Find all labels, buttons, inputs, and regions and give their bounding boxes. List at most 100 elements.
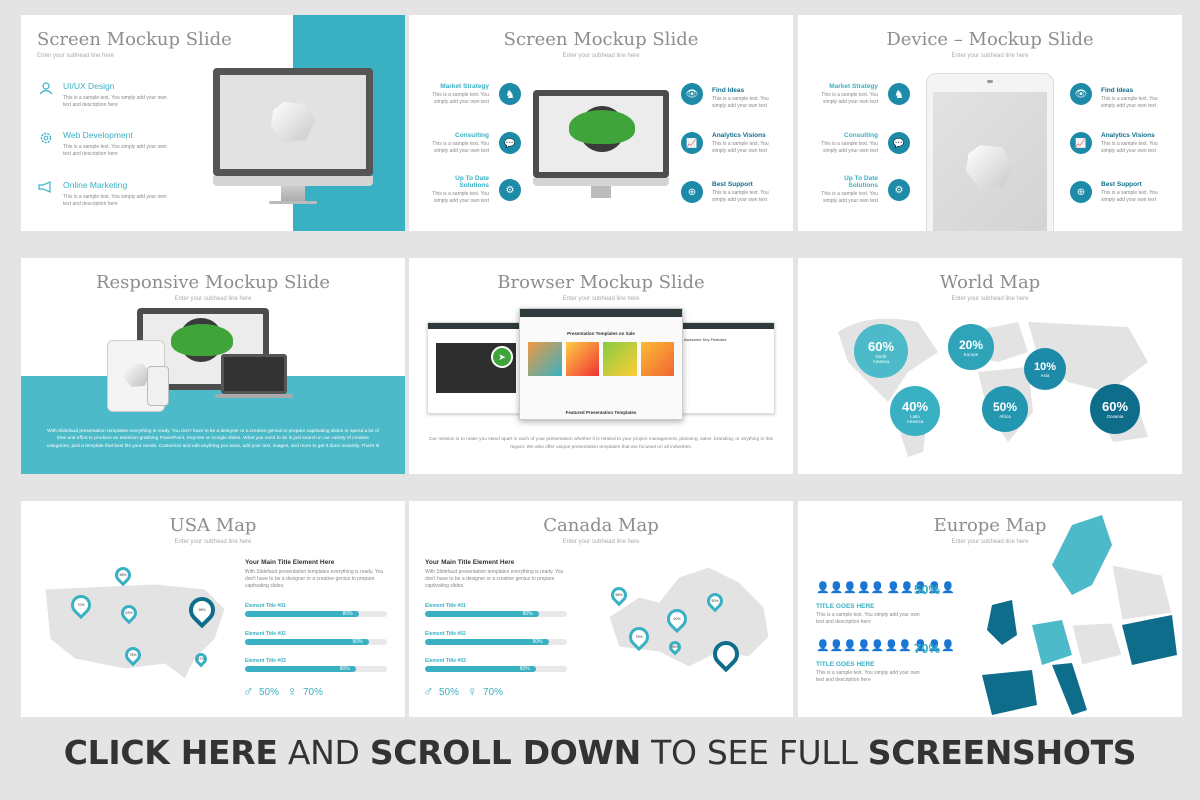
pin-value: 98% <box>198 608 206 612</box>
monitor-stand <box>591 186 611 198</box>
body-text: Our mission is to make you stand apart i… <box>429 437 773 450</box>
monitor-mockup <box>213 68 373 176</box>
slide-title: Browser Mockup Slide <box>497 272 705 293</box>
laptop-base <box>215 394 293 398</box>
feature-text: simply add your own text <box>712 148 768 154</box>
tablet-mockup <box>926 73 1054 231</box>
progress-bar: 80% <box>245 666 387 672</box>
chess-knight-icon: ♞ <box>888 83 910 105</box>
feature-label: Web Development <box>63 130 133 140</box>
slide-subhead: Enter your subhead line here <box>562 53 640 59</box>
plant-leaves <box>171 324 233 356</box>
slide-title: Screen Mockup Slide <box>503 29 699 50</box>
slide-device-mockup[interactable]: Device – Mockup Slide Enter your subhead… <box>798 15 1182 231</box>
female-icon: ♀ <box>287 683 298 699</box>
chess-knight-icon: ♞ <box>499 83 521 105</box>
progress-bar: 80% <box>425 666 567 672</box>
feature-label: Best Support <box>1101 181 1142 188</box>
stat-value: 70% <box>303 687 324 698</box>
monitor-base <box>269 201 317 204</box>
progress-bar: 80% <box>425 611 567 617</box>
pin-value: 68% <box>615 593 623 597</box>
feature-text: This is a sample text. You <box>821 92 878 98</box>
browser-window-right: Awesome Key Features <box>677 322 775 414</box>
map-bubble-asia: 10% Asia <box>1024 348 1066 390</box>
feature-label: Online Marketing <box>63 180 128 190</box>
bar-label: Element Title #03 <box>245 658 286 664</box>
feature-label: Consulting <box>844 132 878 139</box>
slide-canada-map[interactable]: Canada Map Enter your subhead line here … <box>409 501 793 717</box>
feature-label: Market Strategy <box>440 83 489 90</box>
content-heading: Your Main Title Element Here <box>425 559 515 566</box>
female-icon: ♀ <box>467 683 478 699</box>
europe-map <box>982 515 1177 715</box>
stat-value: 70% <box>483 687 504 698</box>
feature-item <box>38 180 54 198</box>
slide-subhead: Enter your subhead line here <box>951 53 1029 59</box>
male-icon: ♂ <box>423 683 434 699</box>
slide-subhead: Enter your subhead line here <box>562 296 640 302</box>
slide-title: Canada Map <box>543 515 659 536</box>
usa-map <box>44 583 226 680</box>
slide-title: USA Map <box>169 515 257 536</box>
browser-toolbar <box>428 323 524 329</box>
cta-banner[interactable]: CLICK HERE AND SCROLL DOWN TO SEE FULL S… <box>0 733 1200 772</box>
pin-value: 70% <box>77 603 85 607</box>
pin-value: 75% <box>635 635 643 639</box>
stat-label: TITLE GOES HERE <box>816 603 875 610</box>
slide-title: Device – Mockup Slide <box>886 29 1094 50</box>
people-icons-row: 👤👤👤👤👤👤👤👤👤👤 <box>816 640 955 652</box>
stat-value: 50% <box>259 687 280 698</box>
browser-toolbar <box>520 309 682 317</box>
feature-label: Find Ideas <box>712 87 745 94</box>
template-cards <box>520 336 682 382</box>
phone-mockup <box>147 366 169 406</box>
feature-text: simply add your own text <box>712 197 768 203</box>
poly-sphere <box>271 102 315 142</box>
cta-click-here[interactable]: CLICK HERE <box>63 733 278 772</box>
stat-value: 70% <box>914 641 941 656</box>
bar-label: Element Title #02 <box>245 631 286 637</box>
slide-screen-mockup-1[interactable]: Screen Mockup Slide Enter your subhead l… <box>21 15 405 231</box>
content-text: With Slidefaud presentation templates ev… <box>425 569 564 589</box>
stat-text: text and description here <box>816 677 871 683</box>
lifebuoy-icon: ⊕ <box>681 181 703 203</box>
content-text: With Slidefaud presentation templates ev… <box>245 569 384 589</box>
feature-label: Consulting <box>455 132 489 139</box>
feature-label: Up To Date <box>844 175 878 182</box>
slide-screen-mockup-2[interactable]: Screen Mockup Slide Enter your subhead l… <box>409 15 793 231</box>
map-bubble-europe: 20% Europe <box>948 324 994 370</box>
chat-icon: 💬 <box>499 132 521 154</box>
browser-footer: Featured Presentation Templates <box>565 410 637 415</box>
stat-text: text and description here <box>816 619 871 625</box>
slide-world-map[interactable]: World Map Enter your subhead line here 6… <box>798 258 1182 474</box>
eye-icon: 👁 <box>681 83 703 105</box>
bar-label: Element Title #02 <box>425 631 466 637</box>
slide-europe-map[interactable]: Europe Map Enter your subhead line here … <box>798 501 1182 717</box>
map-bubble-latin-america: 40% Latin America <box>890 386 940 436</box>
feature-text: simply add your own text <box>1101 148 1157 154</box>
pin-value: 47% <box>197 657 205 661</box>
feature-text: This is a sample text. You <box>432 191 489 197</box>
feature-text: text and description here <box>63 102 118 108</box>
slide-responsive-mockup[interactable]: Responsive Mockup Slide Enter your subhe… <box>21 258 405 474</box>
bar-label: Element Title #01 <box>425 603 466 609</box>
feature-text: This is a sample text. You <box>712 96 769 102</box>
monitor-chin <box>213 176 373 186</box>
slide-browser-mockup[interactable]: Browser Mockup Slide Enter your subhead … <box>409 258 793 474</box>
progress-bar: 80% <box>245 611 387 617</box>
plant-leaves <box>569 110 635 144</box>
slide-subhead: Enter your subhead line here <box>174 539 252 545</box>
content-heading: Your Main Title Element Here <box>245 559 335 566</box>
browser-title: Presentation Templates on Sale <box>567 331 635 336</box>
stat-value: 50% <box>914 582 941 597</box>
feature-label: Solutions <box>848 182 878 189</box>
feature-text: simply add your own text <box>433 99 489 105</box>
cta-text: TO SEE FULL <box>640 733 868 772</box>
feature-text: This is a sample text. You <box>432 141 489 147</box>
slide-usa-map[interactable]: USA Map Enter your subhead line here 58%… <box>21 501 405 717</box>
map-bubble-africa: 50% Africa <box>982 386 1028 432</box>
canada-map <box>608 566 770 668</box>
feature-label: Market Strategy <box>829 83 878 90</box>
progress-bar: 90% <box>425 639 567 645</box>
